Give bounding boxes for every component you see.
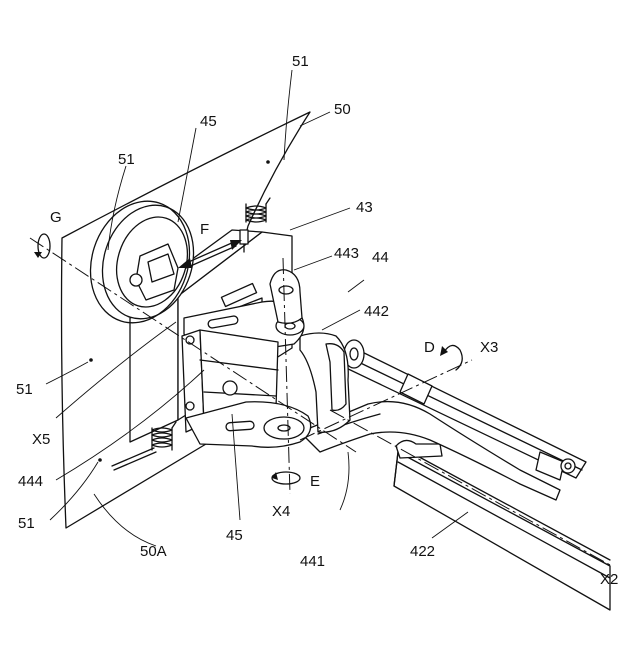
label-50a: 50A (140, 543, 167, 560)
axis-x2 (330, 410, 612, 566)
label-x3: X3 (480, 339, 498, 356)
label-443: 443 (334, 245, 359, 262)
label-51-bottom: 51 (18, 515, 35, 532)
label-51-mid: 51 (16, 381, 33, 398)
label-422: 422 (410, 543, 435, 560)
label-45-bottom: 45 (226, 527, 243, 544)
label-f: F (200, 221, 209, 238)
label-x5: X5 (32, 431, 50, 448)
arrow-e (272, 472, 300, 484)
label-43: 43 (356, 199, 373, 216)
label-44: 44 (372, 249, 389, 266)
label-51-top: 51 (292, 53, 309, 70)
label-g: G (50, 209, 62, 226)
arrow-d (440, 345, 462, 370)
label-45-top: 45 (200, 113, 217, 130)
label-51-left-top: 51 (118, 151, 135, 168)
label-442: 442 (364, 303, 389, 320)
label-x2: X2 (600, 571, 618, 588)
label-441: 441 (300, 553, 325, 570)
label-50: 50 (334, 101, 351, 118)
label-e: E (310, 473, 320, 490)
label-x4: X4 (272, 503, 290, 520)
label-d: D (424, 339, 435, 356)
label-444: 444 (18, 473, 43, 490)
